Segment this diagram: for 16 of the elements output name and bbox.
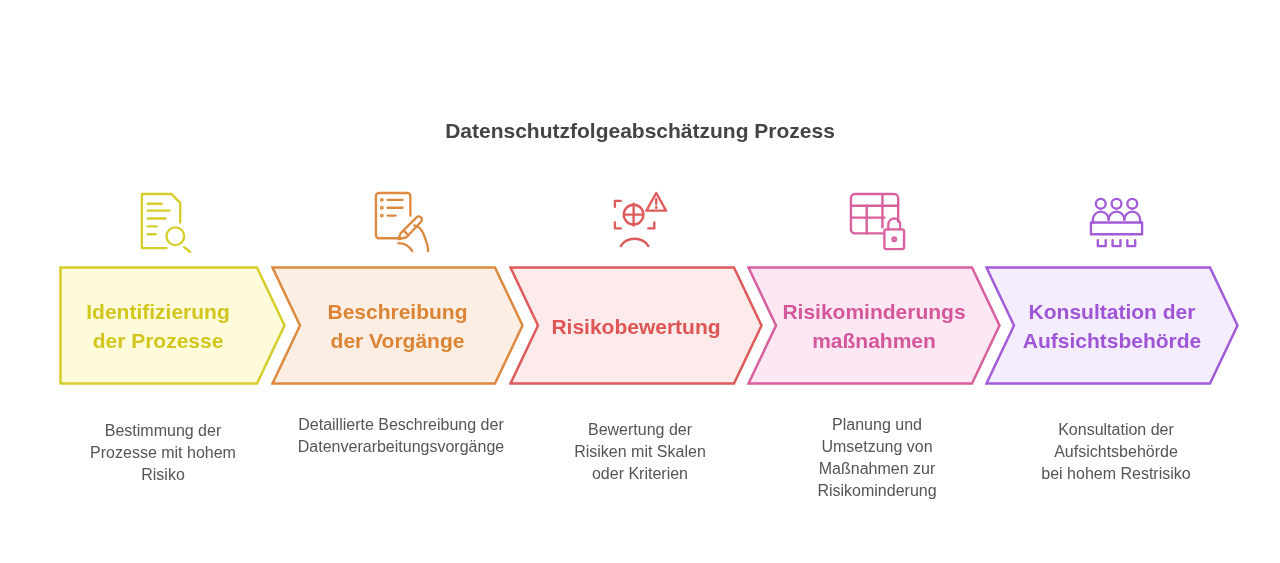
step-description: Bewertung der Risiken mit Skalen oder Kriterien [573,420,707,484]
chevron-step [985,266,1239,385]
step-description: Bestimmung der Prozesse mit hohem Risiko [89,421,237,485]
chevron-step [271,266,524,385]
chevron-step [747,266,1001,385]
step-description: Detaillierte Beschreibung der Datenverarbeitungsvorgänge [296,415,506,457]
step-title: Risikominderungs maßnahmen [781,298,967,354]
step-title: Beschreibung der Vorgänge [326,298,469,354]
chevron-step [509,266,763,385]
step-title: Identifizierung der Prozesse [85,298,231,354]
step-title: Risikobewertung [550,313,722,340]
chevron-step [59,266,286,385]
step-title: Konsultation der Aufsichtsbehörde [1021,298,1203,354]
step-description: Konsultation der Aufsichtsbehörde bei hohem Restrisiko [1040,420,1192,484]
step-description: Planung und Umsetzung von Maßnahmen zur Risikominderung [816,415,938,501]
diagram-title: Datenschutzfolgeabschätzung Prozess [445,119,835,143]
